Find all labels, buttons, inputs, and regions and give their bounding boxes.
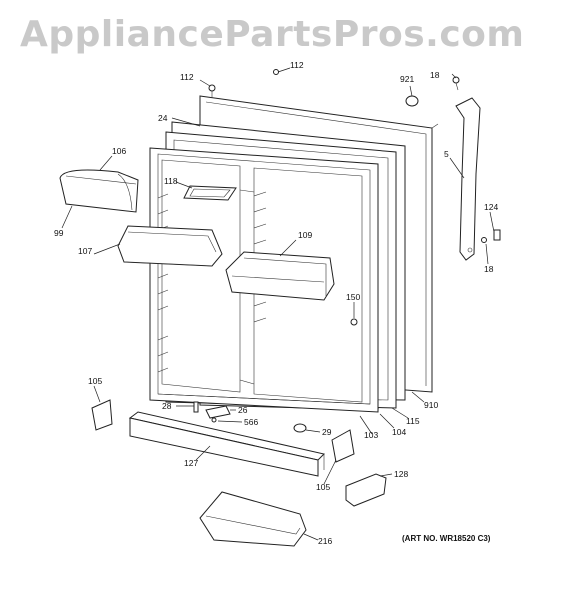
callout-107: 107 [78,246,92,256]
callout-127: 127 [184,458,198,468]
callout-104: 104 [392,427,406,437]
part-106-butter-door [59,169,139,213]
callout-105-left: 105 [88,376,102,386]
part-150-stop [350,318,358,326]
callout-24: 24 [158,113,168,123]
callout-216: 216 [318,536,332,546]
callout-128: 128 [394,469,408,479]
callout-112-left: 112 [180,72,194,82]
part-105-left-cover [91,399,113,431]
callout-28: 28 [162,401,172,411]
callout-566: 566 [244,417,258,427]
callout-106: 106 [112,146,126,156]
watermark: AppliancePartsPros.com [20,14,525,55]
part-124-clip [493,229,501,241]
part-118-small-bin [183,185,237,201]
part-921-plug [405,95,419,107]
callout-150: 150 [346,292,360,302]
callout-109: 109 [298,230,312,240]
callout-26: 26 [238,405,248,415]
part-5-hinge-bar [455,97,481,261]
part-109-bin [225,251,335,301]
callout-115: 115 [406,416,420,426]
callout-103: 103 [364,430,378,440]
screws [208,69,487,243]
callout-921: 921 [400,74,414,84]
callout-5: 5 [444,149,449,159]
part-127-grille [128,411,325,477]
callout-labels: 112 112 921 18 24 106 5 118 99 124 109 1… [54,60,498,546]
callout-99: 99 [54,228,64,238]
callout-124: 124 [484,202,498,212]
callout-105-right: 105 [316,482,330,492]
callout-29: 29 [322,427,332,437]
art-number: (ART NO. WR18520 C3) [402,534,491,543]
part-107-shelf [117,225,223,267]
callout-112-right: 112 [290,60,304,70]
part-105-right-cover [331,429,355,463]
part-29-plug [293,423,307,433]
callout-18-top: 18 [430,70,440,80]
part-128-bin [345,473,387,507]
part-216-tray [199,491,307,547]
leader-lines [61,67,495,541]
part-26-28-566 [193,401,231,423]
callout-118: 118 [164,176,178,186]
callout-18-bottom: 18 [484,264,494,274]
callout-910: 910 [424,400,438,410]
